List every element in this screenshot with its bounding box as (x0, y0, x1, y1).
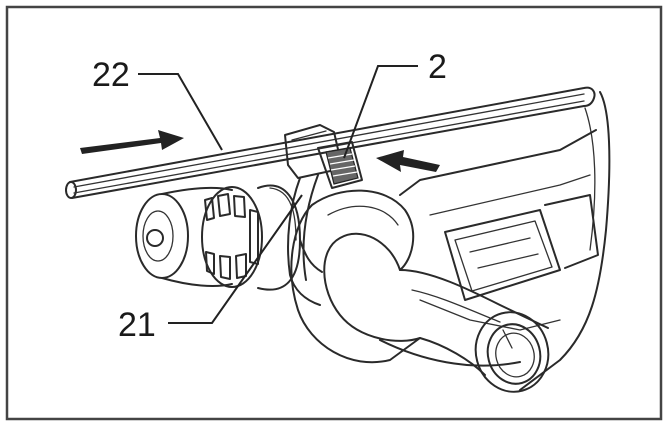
leader-line-21 (168, 194, 303, 324)
figure-frame (5, 5, 663, 421)
callout-21: 21 (118, 306, 156, 344)
chuck (135, 184, 323, 291)
side-grip-clamp (284, 124, 363, 306)
side-handle (290, 189, 550, 393)
insert-direction-arrow-right (376, 150, 440, 172)
leader-line-22 (138, 73, 223, 151)
tool-body (379, 91, 611, 391)
callout-22: 22 (92, 56, 130, 94)
callout-2: 2 (428, 48, 447, 86)
insert-direction-arrow-left (80, 130, 184, 154)
leader-line-2 (343, 65, 418, 159)
